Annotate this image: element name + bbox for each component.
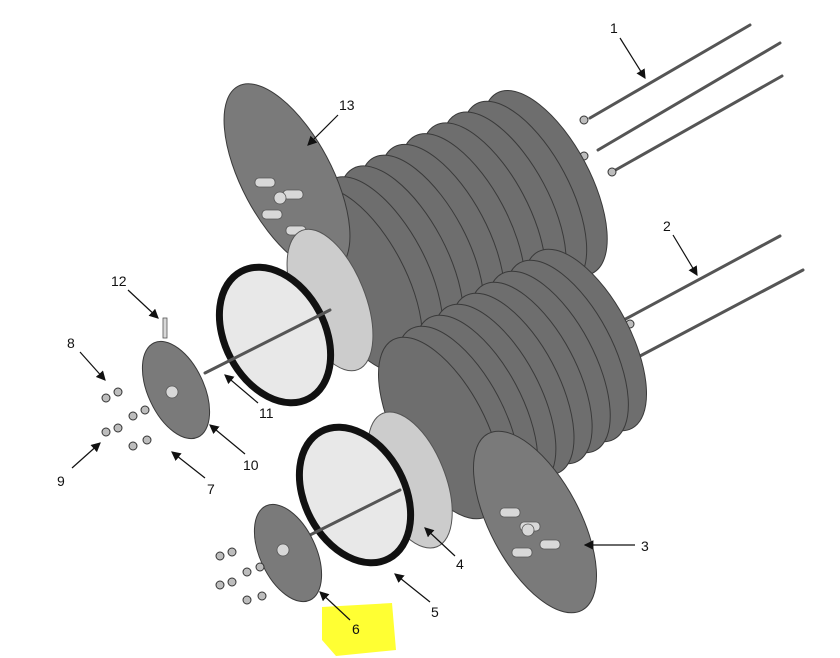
callout-12: 12 — [111, 273, 127, 289]
callout-11: 11 — [259, 405, 274, 421]
callout-1: 1 — [610, 20, 618, 36]
callout-2: 2 — [663, 218, 671, 234]
end-plate-3 — [472, 430, 598, 614]
tie-rods-lower — [618, 234, 805, 377]
callout-7: 7 — [207, 481, 215, 497]
callout-8: 8 — [67, 335, 75, 351]
callout-10: 10 — [243, 457, 259, 473]
callout-13: 13 — [339, 97, 355, 113]
fasteners — [101, 387, 267, 605]
upper-disc-stack — [297, 89, 608, 374]
seal-ring-upper — [203, 228, 374, 407]
lower-disc-stack — [377, 248, 648, 520]
callout-3: 3 — [641, 538, 649, 554]
hub-plate-10 — [141, 317, 211, 440]
callout-6: 6 — [352, 621, 360, 637]
callout-5: 5 — [431, 604, 439, 620]
tie-rods-upper — [579, 23, 784, 177]
hub-plate-6 — [253, 503, 323, 603]
seal-ring-lower — [288, 411, 453, 567]
callout-4: 4 — [456, 556, 464, 572]
callout-9: 9 — [57, 473, 65, 489]
leader-lines — [71, 37, 698, 621]
highlight-mark — [322, 603, 396, 656]
